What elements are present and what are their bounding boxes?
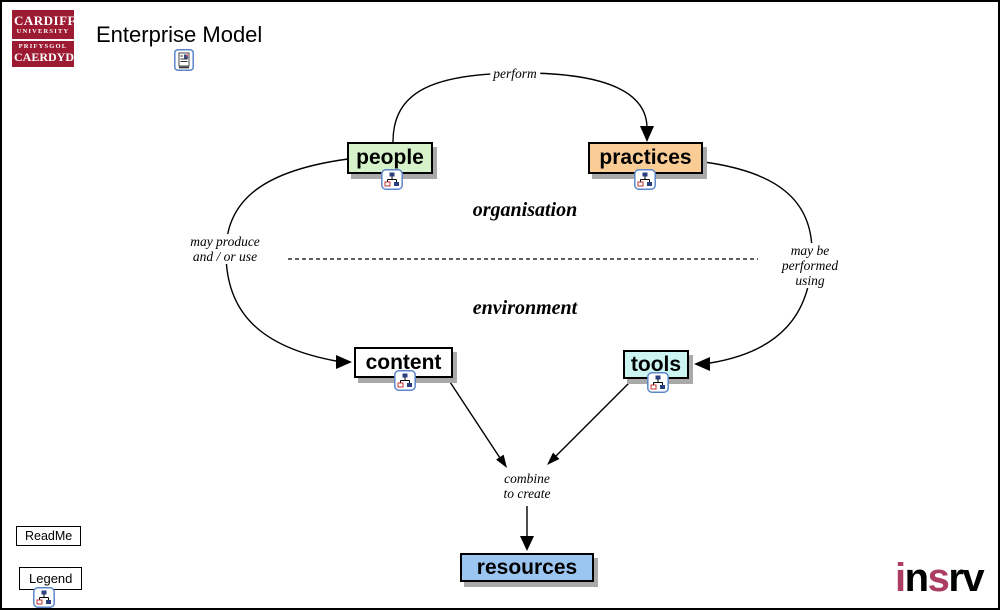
edge-label-perform: perform	[490, 66, 540, 81]
node-resources-label: resources	[476, 555, 578, 579]
document-icon[interactable]	[174, 49, 194, 76]
edge-label-may-produce-line2: and / or use	[192, 249, 258, 264]
node-tools[interactable]: tools	[623, 350, 689, 379]
logo-block-english: CARDIFF UNIVERSITY	[12, 10, 76, 39]
zone-label-organisation: organisation	[472, 199, 578, 221]
logo-text-university: UNIVERSITY	[16, 28, 70, 35]
insrv-letter-n: n	[904, 556, 929, 600]
logo-block-welsh: PRIFYSGOL CAERDYDD	[12, 41, 83, 67]
logo-text-prifysgol: PRIFYSGOL	[18, 43, 68, 50]
edge-label-may-be-line2: performed	[781, 258, 839, 273]
node-practices[interactable]: practices	[588, 142, 703, 174]
insrv-letter-s: s	[927, 556, 950, 600]
tools-org-chart-icon[interactable]	[647, 372, 669, 398]
arrowhead-tools	[694, 357, 710, 371]
logo-text-cardiff: CARDIFF	[14, 13, 76, 28]
edge-label-may-be-performed: may be performed using	[778, 243, 842, 288]
arrowhead-resources	[520, 536, 534, 551]
insrv-letter-i: i	[895, 556, 906, 600]
legend-button[interactable]: Legend	[19, 567, 83, 590]
zone-label-environment: environment	[472, 297, 578, 319]
cardiff-university-logo: CARDIFF UNIVERSITY PRIFYSGOL CAERDYDD	[12, 10, 83, 67]
edge-tools-combine	[555, 382, 630, 457]
arrowhead-practices	[640, 126, 654, 142]
practices-org-chart-icon[interactable]	[634, 169, 656, 195]
people-org-chart-icon[interactable]	[381, 169, 403, 195]
node-people-label: people	[356, 146, 424, 169]
edge-label-may-be-line3: using	[795, 273, 825, 288]
legend-org-chart-icon[interactable]	[33, 587, 55, 608]
edge-label-combine: combine to create	[500, 471, 554, 501]
node-content-label: content	[365, 350, 442, 374]
arrowhead-combine-right	[547, 452, 560, 465]
edge-label-combine-line1: combine	[504, 471, 550, 486]
node-people[interactable]: people	[347, 142, 433, 174]
node-tools-label: tools	[630, 352, 682, 376]
edge-label-combine-line2: to create	[503, 486, 551, 501]
node-resources[interactable]: resources	[460, 553, 594, 582]
edge-label-may-produce-line1: may produce	[190, 234, 260, 249]
edge-people-practices	[392, 72, 648, 143]
insrv-letter-r: r	[948, 556, 964, 600]
edge-content-combine	[449, 381, 501, 459]
logo-text-caerdydd: CAERDYDD	[14, 50, 83, 64]
content-org-chart-icon[interactable]	[394, 370, 416, 396]
arrowhead-combine-left	[496, 454, 507, 468]
edge-label-may-produce: may produce and / or use	[187, 234, 263, 264]
arrowhead-content	[336, 355, 352, 369]
edge-label-may-be-line1: may be	[790, 243, 830, 258]
insrv-letter-v: v	[962, 556, 984, 600]
readme-button[interactable]: ReadMe	[16, 526, 82, 546]
insrv-logo: insrv	[895, 556, 985, 600]
page-title: Enterprise Model	[96, 22, 263, 47]
node-practices-label: practices	[599, 146, 692, 169]
